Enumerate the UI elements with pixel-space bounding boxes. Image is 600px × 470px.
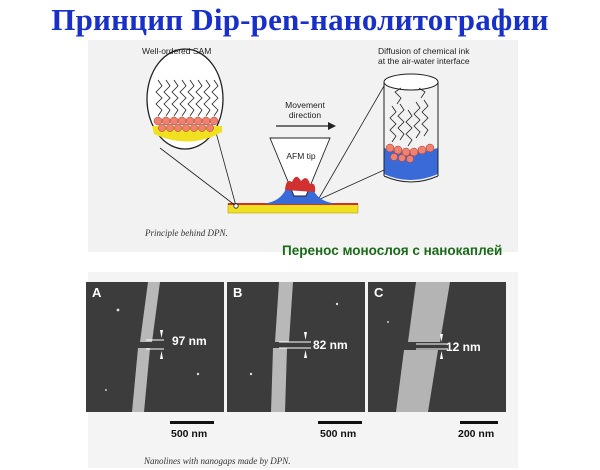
label-diffusion: Diffusion of chemical ink at the air-wat…: [378, 46, 470, 66]
label-sam: Well-ordered SAM: [142, 46, 212, 56]
scale-bar-a: [170, 421, 214, 424]
panel-letter: C: [374, 285, 384, 300]
scale-bar-c: [460, 421, 498, 424]
micrograph-panel-a: A 97 nm: [86, 282, 224, 412]
scale-label-c: 200 nm: [458, 428, 495, 440]
micrograph-panel-b: B 82 nm: [227, 282, 365, 412]
diffusion-magnified-view: [383, 73, 439, 183]
page-title: Принцип Dip-pen-нанолитографии: [51, 2, 549, 37]
gap-measurement: 82 nm: [313, 338, 348, 352]
scale-bar-b: [318, 421, 362, 424]
afm-tip: [269, 137, 331, 197]
ink-droplets: [285, 176, 316, 192]
micrograph-caption: Nanolines with nanogaps made by DPN.: [144, 456, 291, 466]
scale-label-b: 500 nm: [320, 428, 357, 440]
diagram-caption: Principle behind DPN.: [145, 228, 228, 238]
subtitle: Перенос монослоя с нанокаплей: [282, 243, 503, 258]
gap-measurement: 97 nm: [172, 334, 207, 348]
panel-letter: B: [233, 285, 243, 300]
substrate: [227, 203, 359, 214]
sam-magnified-view: [146, 48, 224, 150]
gap-measurement: 12 nm: [446, 340, 481, 354]
label-movement: Movement direction: [285, 100, 325, 120]
label-afm-tip: AFM tip: [286, 151, 316, 161]
micrograph-panel-c: C 12 nm: [368, 282, 506, 412]
panel-letter: A: [92, 285, 102, 300]
scale-label-a: 500 nm: [171, 428, 208, 440]
